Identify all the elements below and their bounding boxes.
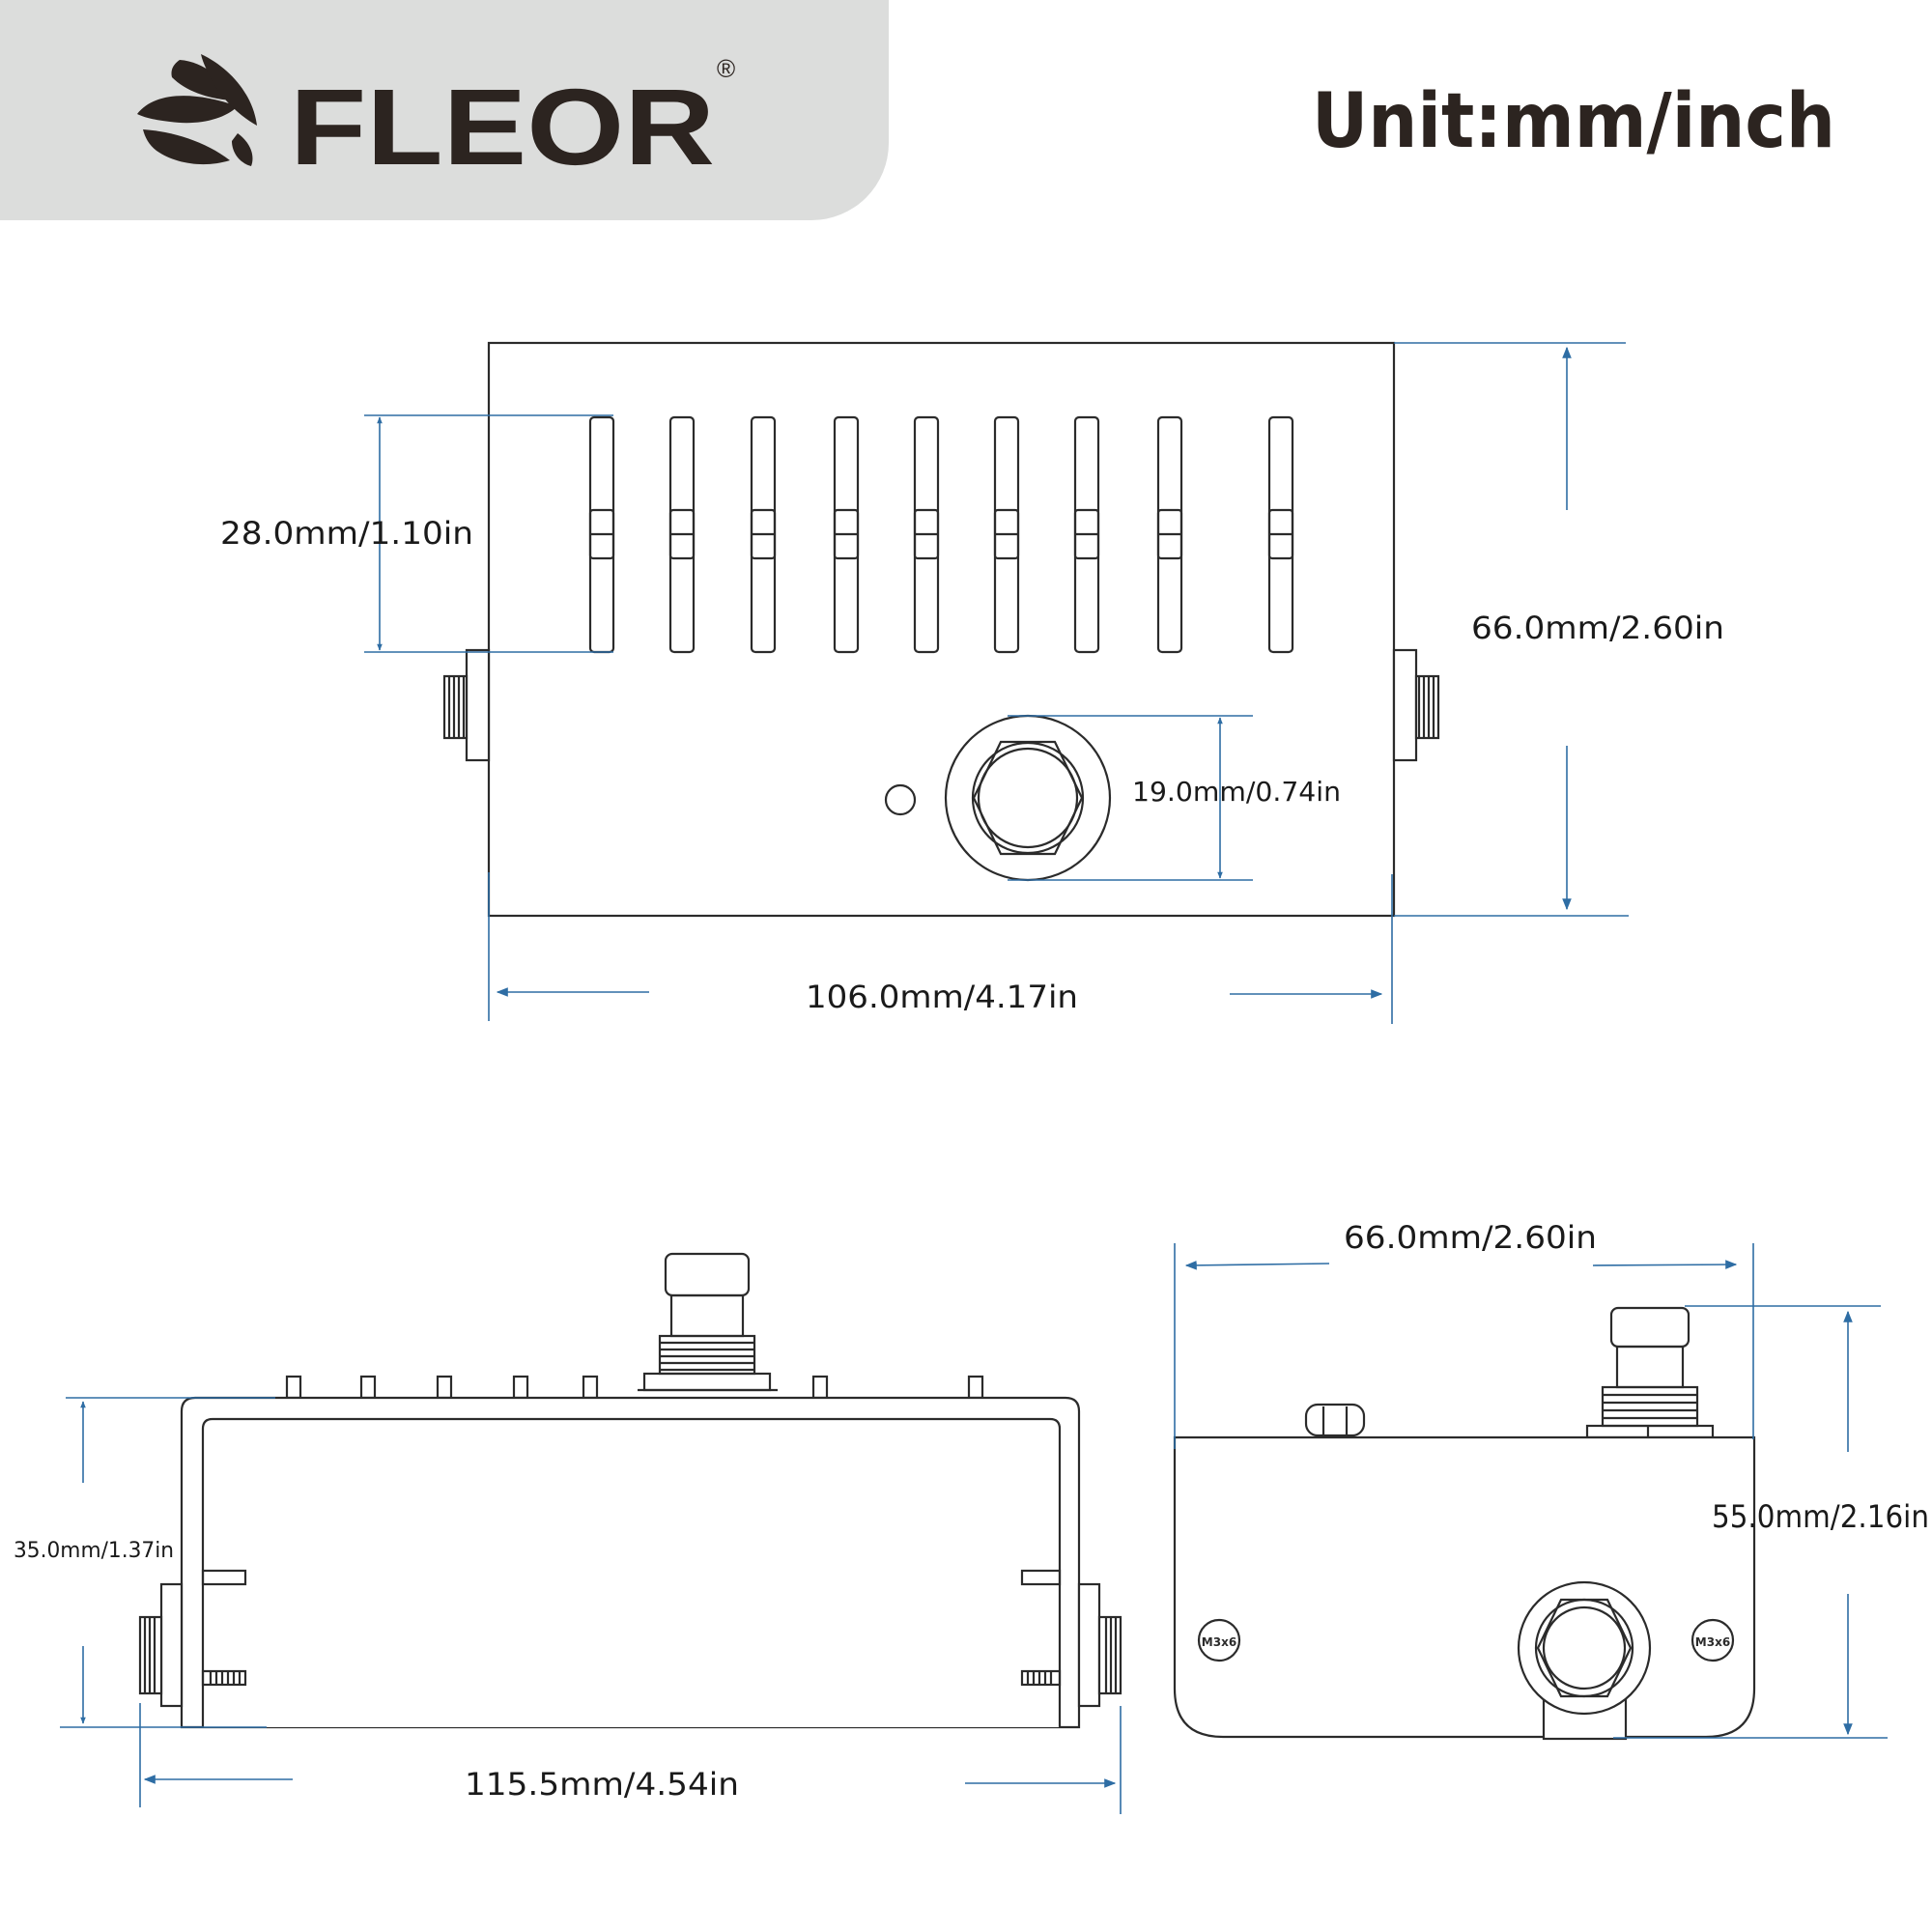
dim-top-width-label: 106.0mm/4.17in — [806, 979, 1078, 1015]
dim-side-height-label: 55.0mm/2.16in — [1712, 1498, 1929, 1535]
side-jack-right — [1392, 648, 1440, 762]
slot — [1156, 415, 1183, 654]
front-tabs — [201, 1569, 1062, 1586]
slot — [668, 415, 696, 654]
slot — [588, 415, 615, 654]
top-view: 28.0mm/1.10in 66.0mm/2.60in 19.0mm/0.74i… — [220, 341, 1724, 1024]
dim-side-width-label: 66.0mm/2.60in — [1344, 1219, 1597, 1256]
screw-right-label: M3x6 — [1695, 1635, 1730, 1649]
dim-jack-diameter: 19.0mm/0.74in — [1008, 715, 1341, 881]
dim-slot-height-label: 28.0mm/1.10in — [220, 515, 473, 552]
footswitch-top — [944, 714, 1112, 882]
header-banner — [0, 0, 889, 220]
dim-slot-height: 28.0mm/1.10in — [220, 414, 613, 653]
dim-jack-diameter-label: 19.0mm/0.74in — [1132, 776, 1341, 808]
leaf-icon — [137, 54, 257, 166]
front-screws — [201, 1669, 1062, 1687]
screw-left: M3x6 — [1197, 1618, 1241, 1662]
side-body — [1173, 1435, 1756, 1739]
slot — [913, 415, 940, 654]
dim-front-width: 115.5mm/4.54in — [139, 1703, 1122, 1814]
screw-left-label: M3x6 — [1202, 1635, 1236, 1649]
front-jack-left — [138, 1582, 184, 1708]
screw-right: M3x6 — [1690, 1618, 1735, 1662]
footswitch-side — [1585, 1306, 1715, 1439]
led-indicator — [884, 783, 917, 816]
dim-top-height: 66.0mm/2.60in — [1394, 342, 1724, 917]
brand-logo: FLEOR ® — [137, 54, 735, 187]
dim-front-height-label: 35.0mm/1.37in — [14, 1539, 174, 1563]
dim-top-width: 106.0mm/4.17in — [488, 872, 1393, 1024]
front-view: 35.0mm/1.37in 115.5mm/4.54in — [14, 1252, 1122, 1814]
unit-label: Unit:mm/inch — [1312, 78, 1835, 165]
dim-side-height: 55.0mm/2.16in — [1613, 1305, 1929, 1739]
brand-name: FLEOR — [290, 67, 715, 187]
side-view: M3x6 M3x6 66.0mm/2.60in 55.0mm/2.16in — [1173, 1219, 1929, 1741]
dim-top-height-label: 66.0mm/2.60in — [1471, 610, 1724, 646]
side-bottom-jack — [1517, 1580, 1652, 1741]
slot-group — [588, 415, 1294, 654]
footswitch-front — [638, 1252, 778, 1392]
registered-mark: ® — [717, 54, 735, 83]
front-body-inner — [201, 1417, 1062, 1727]
dim-side-width: 66.0mm/2.60in — [1174, 1219, 1754, 1449]
slot — [1073, 415, 1100, 654]
side-knob — [1304, 1403, 1366, 1437]
side-jack-left — [442, 648, 491, 762]
slider-stubs — [285, 1375, 984, 1400]
slot — [750, 415, 777, 654]
slot — [993, 415, 1020, 654]
top-view-body — [487, 341, 1396, 918]
slot — [1267, 415, 1294, 654]
dim-front-height: 35.0mm/1.37in — [14, 1397, 275, 1728]
front-jack-right — [1077, 1582, 1122, 1708]
slot — [833, 415, 860, 654]
dim-front-width-label: 115.5mm/4.54in — [465, 1766, 739, 1803]
